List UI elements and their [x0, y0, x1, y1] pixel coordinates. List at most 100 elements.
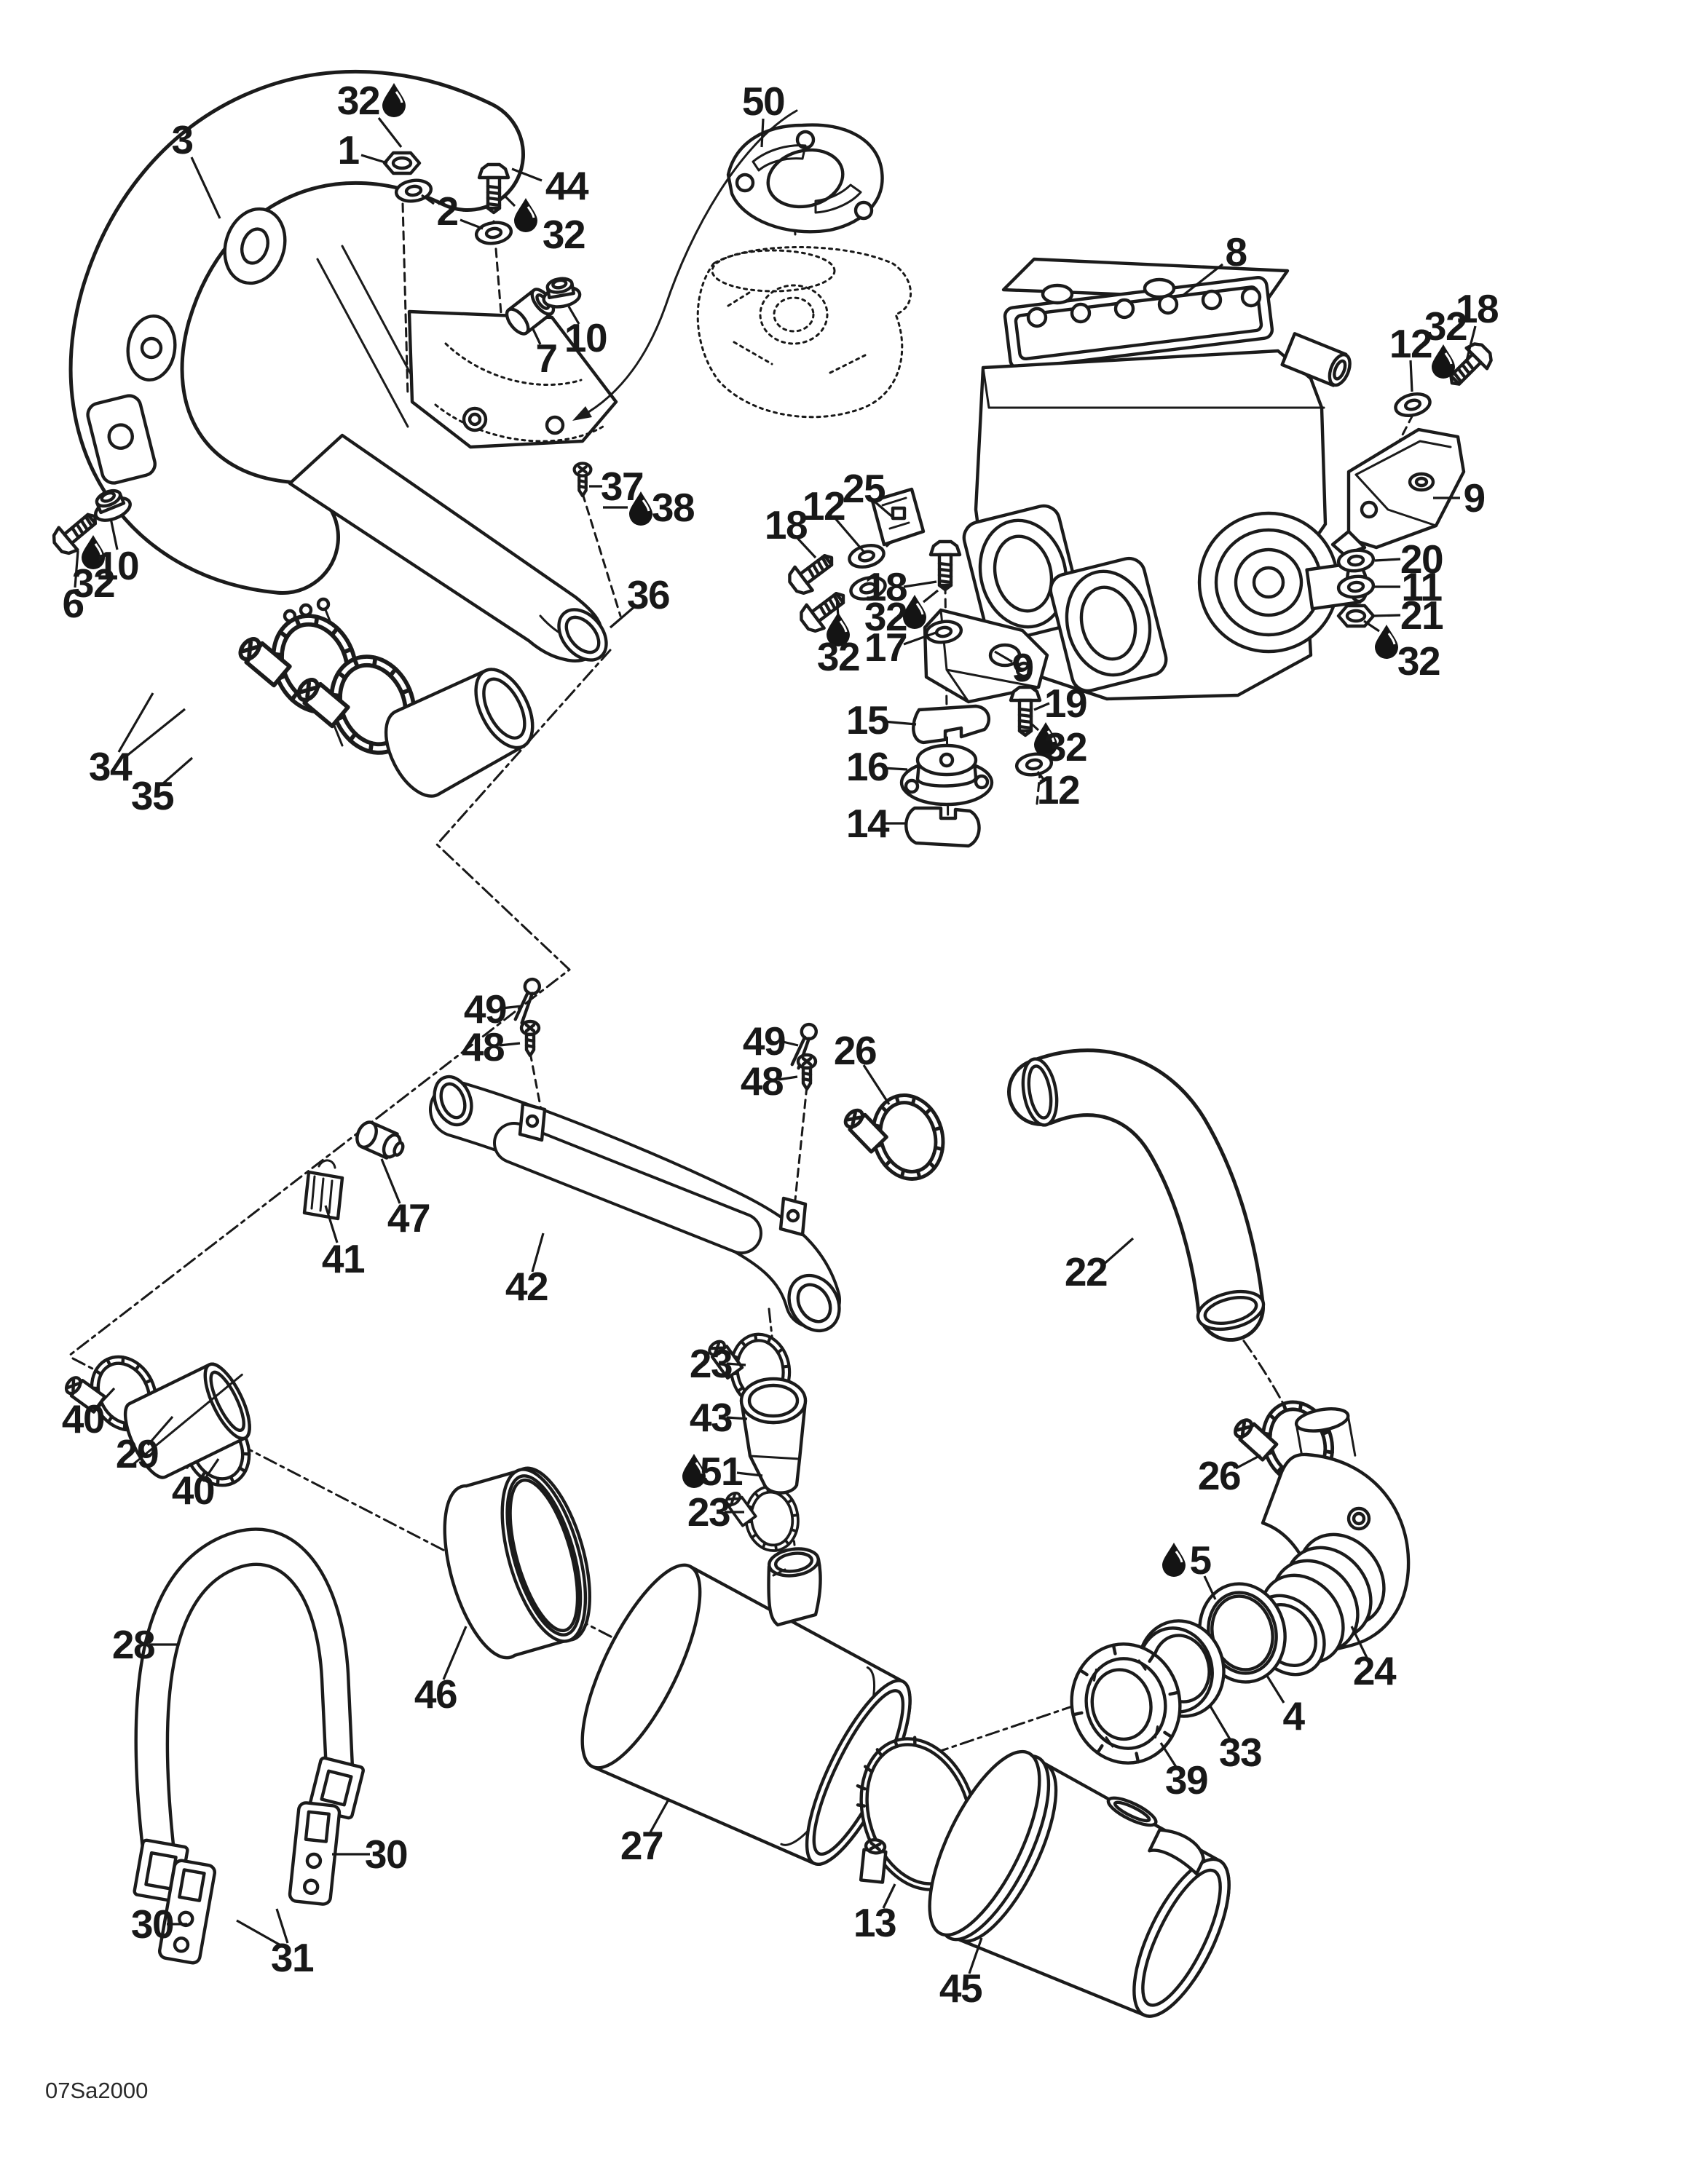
- part-hose-29: [123, 1362, 251, 1479]
- part-bracket-30b: [158, 1859, 216, 1965]
- callout-9-13: 9: [1433, 475, 1486, 521]
- callout-50-8: 50: [742, 79, 786, 148]
- part-number-label: 27: [620, 1823, 663, 1868]
- callout-22-48: 22: [1065, 1237, 1135, 1294]
- part-number-label: 47: [387, 1195, 430, 1241]
- part-number-label: 15: [846, 697, 889, 743]
- part-number-label: 44: [545, 163, 589, 208]
- callout-49-40: 49: [464, 986, 522, 1032]
- lubricant-drop-icon: [1430, 343, 1456, 380]
- callout-44-4: 44: [511, 163, 590, 208]
- lubricant-drop-icon: [1161, 1541, 1187, 1578]
- part-number-label: 11: [1401, 564, 1442, 609]
- part-number-label: 31: [271, 1935, 314, 1980]
- callout-31-61: 31: [236, 1908, 315, 1980]
- callout-5-69: 5: [1161, 1538, 1217, 1600]
- part-bracket-30a: [288, 1801, 342, 1906]
- muffler-inlet-stub: [767, 1547, 822, 1627]
- part-number-label: 30: [365, 1832, 407, 1877]
- part-number-label: 28: [112, 1622, 154, 1667]
- part-number-label: 12: [1037, 767, 1079, 812]
- callout-34-38: 34: [89, 692, 186, 789]
- callout-18-20: 18: [765, 502, 817, 559]
- callout-4-67: 4: [1266, 1675, 1306, 1738]
- part-screw-48a: [521, 1021, 539, 1056]
- callout-42-47: 42: [505, 1233, 549, 1309]
- engine-bracket-9-right: [1330, 427, 1466, 557]
- part-number-label: 22: [1065, 1249, 1107, 1294]
- part-ring-nut-39: [1070, 1642, 1182, 1765]
- part-number-label: 36: [627, 572, 669, 617]
- part-number-label: 10: [96, 543, 138, 588]
- fastener-group-top-left: [384, 153, 581, 336]
- callout-2-3: 2: [421, 189, 484, 234]
- part-number-label: 25: [843, 466, 886, 511]
- part-number-label: 40: [172, 1468, 214, 1513]
- callout-11-15: 11: [1373, 564, 1443, 609]
- callout-12-30: 12: [1036, 767, 1081, 812]
- part-number-label: 19: [1044, 681, 1086, 726]
- callout-20-14: 20: [1374, 537, 1444, 582]
- part-number-label: 43: [690, 1395, 732, 1440]
- callout-26-49: 26: [1198, 1453, 1261, 1498]
- callout-41-45: 41: [322, 1205, 366, 1281]
- callout-24-68: 24: [1350, 1626, 1397, 1693]
- callout-30-60: 30: [131, 1902, 187, 1947]
- callout-14-31: 14: [846, 801, 907, 846]
- diagram-code: 07Sa2000: [45, 2078, 148, 2103]
- part-number-label: 17: [864, 625, 907, 670]
- callout-32-5: 32: [502, 194, 586, 257]
- callout-32-33: 32: [72, 534, 116, 606]
- part-plate-14: [904, 806, 981, 848]
- part-number-label: 48: [741, 1059, 783, 1104]
- callout-10-7: 10: [564, 306, 608, 360]
- part-bushing-7: [505, 288, 556, 336]
- part-number-label: 5: [1189, 1538, 1211, 1583]
- tuned-pipe-body: [68, 69, 618, 662]
- part-number-label: 18: [864, 564, 907, 609]
- part-number-label: 6: [62, 581, 83, 626]
- callout-28-58: 28: [112, 1622, 178, 1667]
- part-clamp-26a: [839, 1086, 953, 1195]
- callout-8-9: 8: [1182, 229, 1247, 297]
- part-number-label: 14: [846, 801, 890, 846]
- callout-32-11: 32: [1424, 304, 1468, 380]
- part-number-label: 48: [462, 1024, 504, 1069]
- rubber-sleeve-35: [384, 668, 535, 798]
- callout-51-52: 51: [681, 1449, 763, 1494]
- part-clip-41: [302, 1159, 344, 1221]
- part-number-label: 45: [939, 1966, 982, 2011]
- part-number-label: 13: [853, 1900, 896, 1945]
- part-number-label: 26: [834, 1028, 876, 1073]
- part-number-label: 20: [1400, 537, 1443, 582]
- part-number-label: 30: [131, 1902, 173, 1947]
- part-number-label: 32: [1424, 304, 1467, 349]
- callout-18-22: 18: [864, 564, 937, 609]
- part-number-label: 23: [690, 1341, 732, 1386]
- strap-28: [133, 1527, 365, 1904]
- callout-19-27: 19: [1033, 681, 1088, 726]
- part-number-label: 24: [1353, 1648, 1397, 1693]
- part-number-label: 39: [1165, 1757, 1207, 1803]
- part-washer-12r: [1393, 391, 1432, 419]
- part-number-label: 7: [535, 336, 556, 381]
- engine-water-outlet: [1280, 332, 1352, 387]
- callout-26-44: 26: [834, 1028, 891, 1105]
- part-number-label: 12: [802, 483, 845, 529]
- callout-10-34: 10: [96, 518, 140, 588]
- callout-25-18: 25: [843, 466, 896, 521]
- part-number-label: 8: [1225, 229, 1246, 274]
- callout-7-6: 7: [531, 327, 558, 381]
- part-number-label: 33: [1219, 1730, 1261, 1775]
- part-washer-2b: [475, 221, 512, 245]
- part-number-label: 34: [89, 744, 133, 789]
- callout-12-19: 12: [802, 483, 867, 555]
- callout-32-23: 32: [864, 589, 939, 639]
- callout-33-66: 33: [1208, 1704, 1263, 1775]
- part-plug-47: [355, 1120, 405, 1160]
- part-number-label: 12: [1389, 321, 1432, 366]
- part-sleeve-46: [443, 1466, 591, 1660]
- callout-16-29: 16: [846, 744, 908, 789]
- part-nut-1: [384, 153, 419, 173]
